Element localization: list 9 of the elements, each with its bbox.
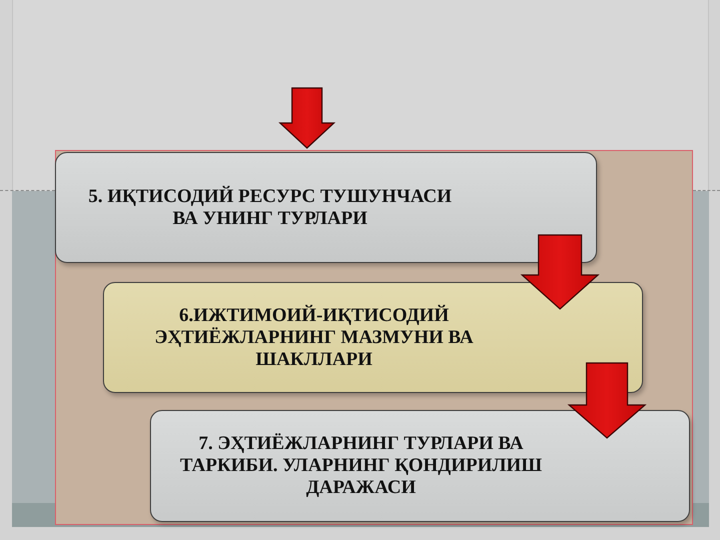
block-arrow xyxy=(567,362,647,439)
process-box xyxy=(150,410,690,522)
block-arrow xyxy=(278,87,336,149)
step-title: 5. ИҚТИСОДИЙ РЕСУРС ТУШУНЧАСИ ВА УНИНГ ТУРЛАРИ xyxy=(87,186,453,230)
process-box xyxy=(55,152,597,263)
step-title: 6.ИЖТИМОИЙ-ИҚТИСОДИЙ ЭҲТИЁЖЛАРНИНГ МАЗМУНИ ВА ШАКЛЛАРИ xyxy=(154,304,474,370)
step-title: 7. ЭҲТИЁЖЛАРНИНГ ТУРЛАРИ ВА ТАРКИБИ. УЛАРНИНГ ҚОНДИРИЛИШ ДАРАЖАСИ xyxy=(179,433,543,499)
block-arrow xyxy=(520,234,600,310)
process-box xyxy=(103,282,643,393)
